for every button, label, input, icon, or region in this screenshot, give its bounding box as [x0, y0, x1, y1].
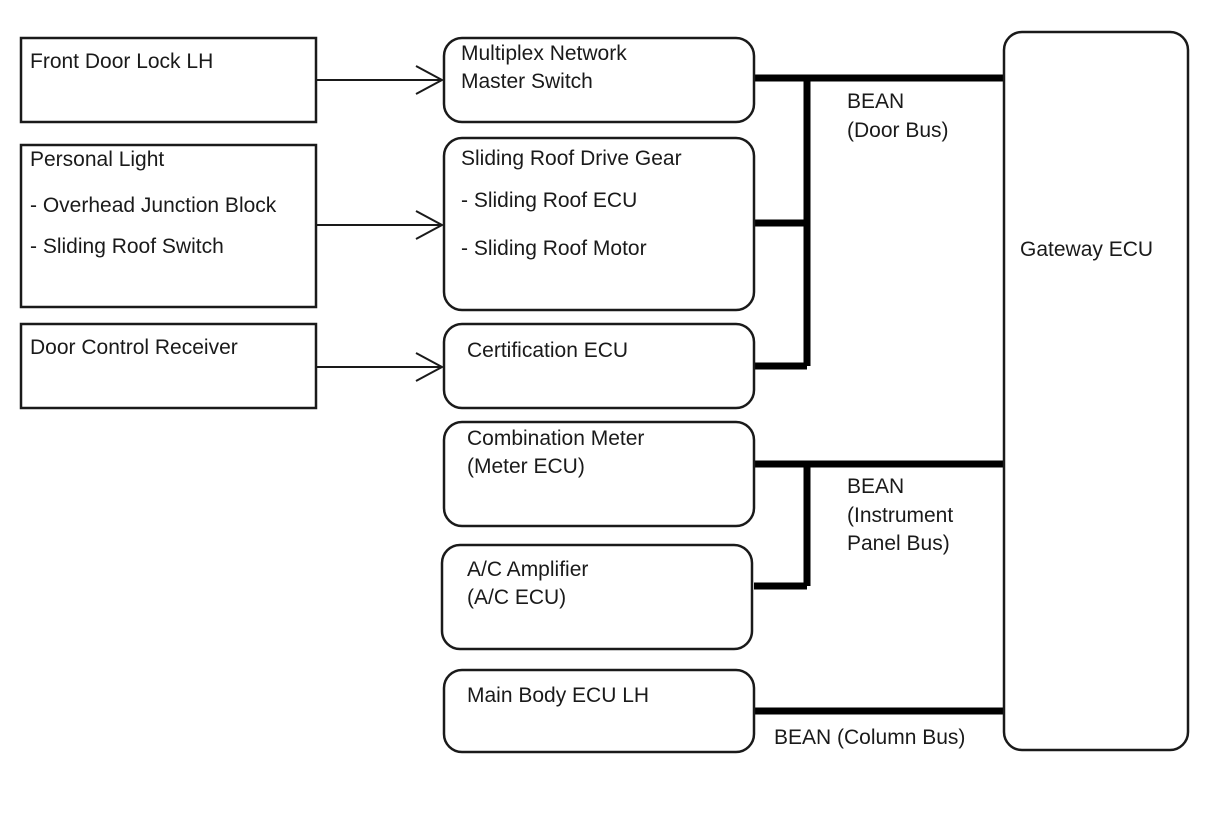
main-body-ecu-label: Main Body ECU LH [467, 684, 649, 707]
sliding-roof-motor-label: - Sliding Roof Motor [461, 237, 647, 260]
bus-labels: BEAN (Door Bus) BEAN (Instrument Panel B… [774, 90, 965, 749]
arrow-front-door-lock [316, 65, 445, 95]
front-door-lock-box: Front Door Lock LH [19, 36, 318, 124]
bus-lines [754, 74, 1004, 715]
instrument-bus-label-line-3: Panel Bus) [847, 532, 950, 555]
master-switch-label: Master Switch [461, 70, 593, 93]
sliding-roof-switch-label: - Sliding Roof Switch [30, 235, 224, 258]
gateway-ecu-label: Gateway ECU [1020, 238, 1153, 261]
sliding-roof-ecu-label: - Sliding Roof ECU [461, 189, 637, 212]
overhead-junction-block-label: - Overhead Junction Block [30, 194, 277, 217]
arrows [316, 65, 445, 382]
instrument-panel-bus-line [754, 460, 1004, 590]
front-door-lock-label: Front Door Lock LH [30, 50, 213, 73]
instrument-bus-label-line-2: (Instrument [847, 504, 953, 527]
sliding-roof-drive-gear-label: Sliding Roof Drive Gear [461, 147, 682, 170]
multiplex-network-label: Multiplex Network [461, 42, 627, 65]
column-bus-label: BEAN (Column Bus) [774, 726, 965, 749]
door-control-receiver-label: Door Control Receiver [30, 336, 238, 359]
main-body-ecu-box: Main Body ECU LH [442, 668, 756, 754]
personal-light-label: Personal Light [30, 148, 164, 171]
door-bus-line [754, 74, 1004, 370]
combination-meter-label: Combination Meter [467, 427, 644, 450]
door-bus-label-line-2: (Door Bus) [847, 119, 949, 142]
ac-amplifier-box: A/C Amplifier (A/C ECU) [440, 543, 754, 651]
meter-ecu-label: (Meter ECU) [467, 455, 585, 478]
gateway-ecu-box: Gateway ECU [1002, 30, 1190, 752]
ac-amplifier-label: A/C Amplifier [467, 558, 588, 581]
sliding-roof-drive-gear-box: Sliding Roof Drive Gear - Sliding Roof E… [442, 136, 756, 312]
arrow-personal-light [316, 210, 445, 240]
door-bus-label-line-1: BEAN [847, 90, 904, 113]
multiplex-network-master-switch-box: Multiplex Network Master Switch [442, 36, 756, 124]
combination-meter-box: Combination Meter (Meter ECU) [442, 420, 756, 528]
certification-ecu-label: Certification ECU [467, 339, 628, 362]
ecu-boxes: Multiplex Network Master Switch Sliding … [440, 36, 756, 754]
personal-light-box: Personal Light - Overhead Junction Block… [19, 143, 318, 309]
arrow-door-control-receiver [316, 352, 445, 382]
ac-ecu-label: (A/C ECU) [467, 586, 566, 609]
door-control-receiver-box: Door Control Receiver [19, 322, 318, 410]
left-boxes: Front Door Lock LH Personal Light - Over… [19, 36, 318, 410]
instrument-bus-label-line-1: BEAN [847, 475, 904, 498]
certification-ecu-box: Certification ECU [442, 322, 756, 410]
